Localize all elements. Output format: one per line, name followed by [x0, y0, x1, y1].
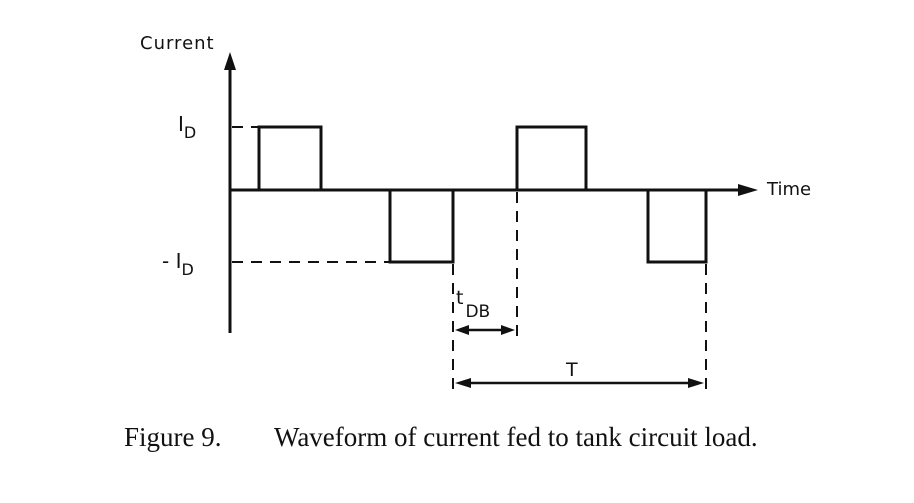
current-waveform	[230, 125, 708, 264]
negative-level-label: - ID	[162, 249, 194, 279]
negative-level-symbol: - I	[162, 249, 181, 273]
caption-text: Waveform of current fed to tank circuit …	[274, 422, 758, 452]
positive-level-symbol: I	[178, 112, 184, 136]
dead-band-subscript: DB	[465, 302, 490, 322]
y-axis-arrowhead	[224, 52, 236, 70]
dead-band-right-arrowhead	[501, 325, 515, 335]
dead-band-symbol: t	[456, 287, 463, 309]
period-label: T	[565, 359, 578, 381]
positive-level-subscript: D	[184, 123, 196, 142]
negative-level-subscript: D	[181, 260, 193, 279]
positive-level-label: ID	[178, 112, 196, 142]
period-right-arrowhead	[688, 378, 704, 388]
caption-number: Figure 9.	[124, 422, 222, 452]
x-axis-arrowhead	[738, 184, 758, 196]
x-axis-label: Time	[766, 179, 811, 200]
period-left-arrowhead	[455, 378, 471, 388]
dead-band-left-arrowhead	[455, 325, 469, 335]
dead-band-label: tDB	[456, 287, 490, 322]
figure-caption: Figure 9. Waveform of current fed to tank…	[124, 422, 758, 452]
y-axis-label: Current	[140, 33, 215, 54]
